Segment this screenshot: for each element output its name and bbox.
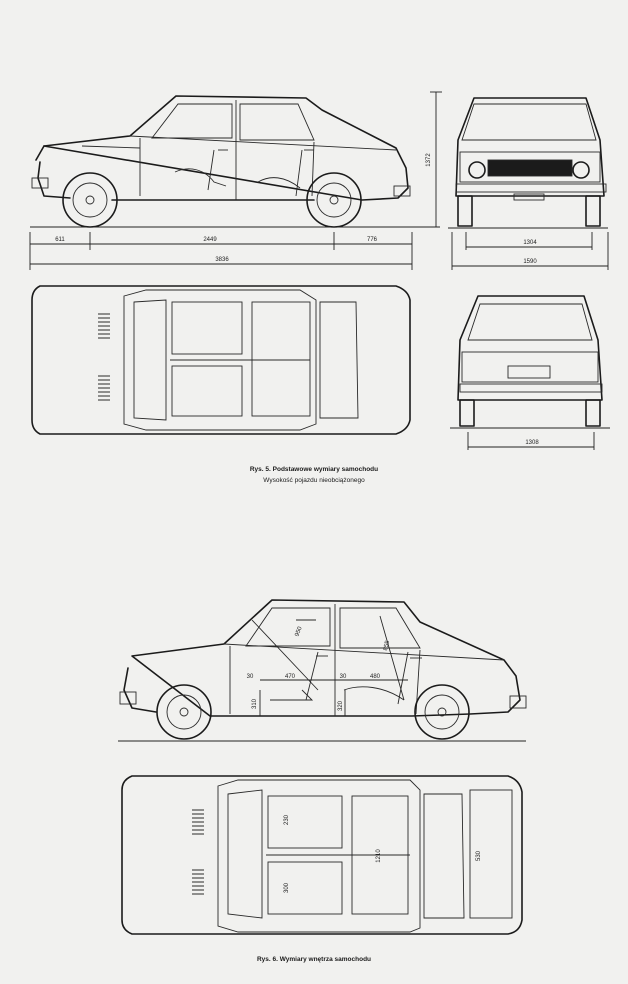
fig6-caption-title: Wymiary wnętrza samochodu <box>279 956 372 963</box>
dim-front-seat-offset: 30 <box>247 674 254 680</box>
dim-rear-track: 1308 <box>525 440 539 446</box>
fig5-caption: Rys. 5. Podstawowe wymiary samochodu <box>0 466 628 473</box>
dim-length: 3836 <box>215 257 229 263</box>
dim-front-overhang: 611 <box>55 237 65 243</box>
dim-front-seat-depth: 470 <box>285 674 296 680</box>
fig6-caption-label: Rys. 6. <box>256 956 278 963</box>
fig6-front-wheel <box>156 684 212 740</box>
dim-front-seat-width-top: 230 <box>284 814 290 825</box>
fig5-caption-label: Rys. 5. <box>249 466 271 473</box>
dim-front-seat-width-bottom: 300 <box>284 882 290 893</box>
dim-trunk-length: 530 <box>476 850 482 861</box>
dim-front-headroom: 950 <box>295 625 304 637</box>
fig5-caption-note: Wysokość pojazdu nieobciążonego <box>263 477 365 484</box>
dim-front-track: 1304 <box>523 240 537 246</box>
fig5-caption-title: Podstawowe wymiary samochodu <box>272 466 379 473</box>
fig6-rear-wheel <box>414 684 470 740</box>
dim-rear-seat-height: 320 <box>338 700 344 711</box>
dim-rear-seat-offset: 30 <box>340 674 347 680</box>
fig6-caption: Rys. 6. Wymiary wnętrza samochodu <box>0 956 628 963</box>
dim-rear-seat-depth: 480 <box>370 674 381 680</box>
dim-width: 1590 <box>523 259 537 265</box>
dim-rear-headroom: 855 <box>383 639 392 651</box>
dim-rear-overhang: 776 <box>367 237 378 243</box>
dim-height: 1372 <box>426 153 432 167</box>
dim-interior-width: 1210 <box>376 849 382 863</box>
dim-wheelbase: 2449 <box>203 237 217 243</box>
dim-front-seat-height: 310 <box>252 698 258 709</box>
